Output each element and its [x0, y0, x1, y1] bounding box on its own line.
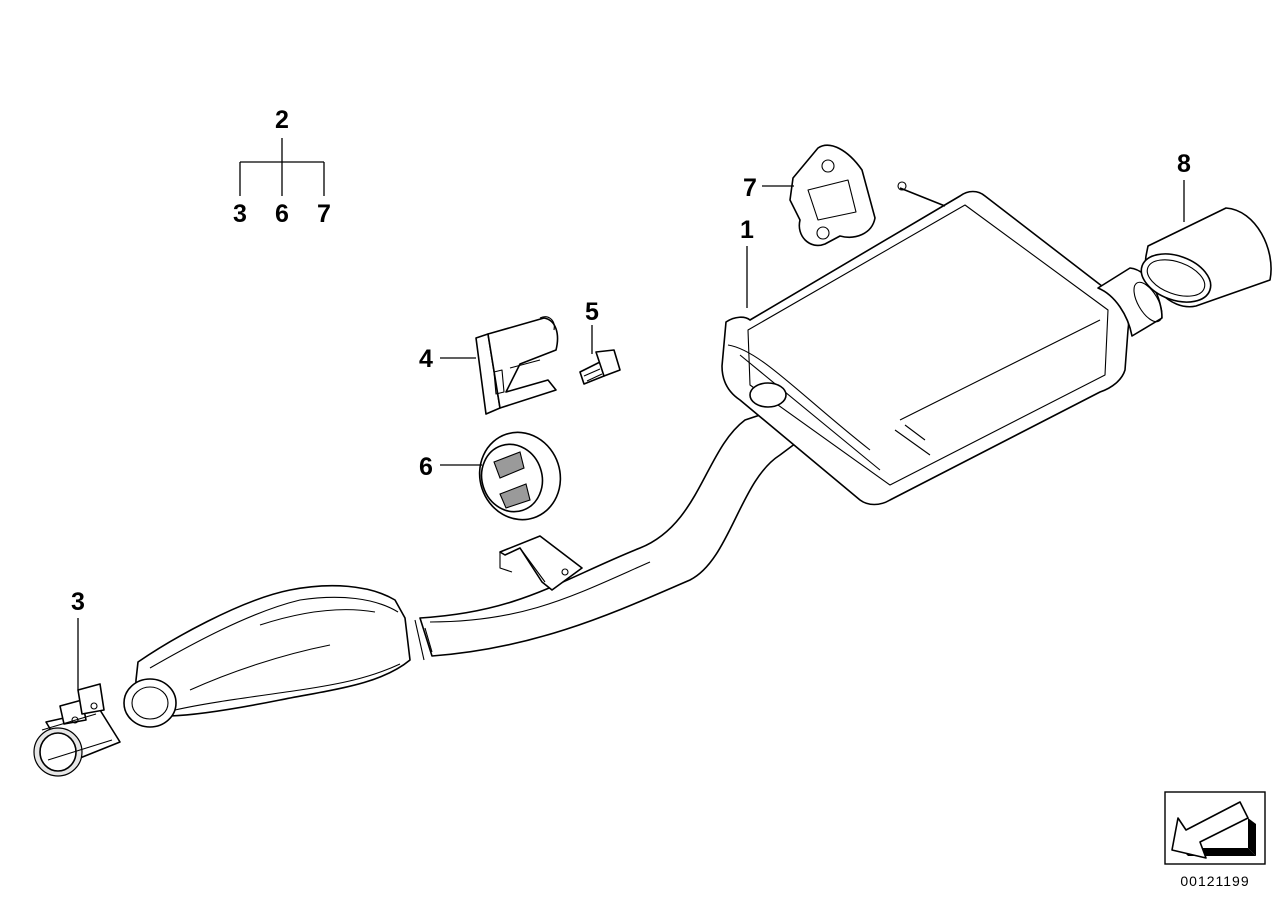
callout-label-1: 1 — [740, 216, 754, 244]
rubber-mount — [789, 144, 876, 247]
exhaust-pipe — [414, 404, 801, 661]
document-number: 00121199 — [1180, 873, 1249, 889]
exhaust-clamp — [33, 683, 121, 777]
rear-muffler — [721, 181, 1163, 506]
mounting-bracket — [475, 316, 559, 415]
legend-child-label-3: 3 — [233, 200, 247, 228]
hex-bolt — [579, 349, 621, 385]
legend-child-label-7: 7 — [317, 200, 331, 228]
callout-label-4: 4 — [419, 345, 433, 373]
legend-child-label-6: 6 — [275, 200, 289, 228]
callout-label-3: 3 — [71, 588, 85, 616]
pipe-hanger-clip — [499, 535, 583, 591]
legend-parent-label: 2 — [275, 106, 289, 134]
front-resonator — [123, 584, 411, 728]
orientation-box — [1164, 791, 1266, 865]
legend-tree: 2 3 6 7 — [233, 106, 331, 228]
callout-label-7: 7 — [743, 174, 757, 202]
callout-label-5: 5 — [585, 298, 599, 326]
callout-label-6: 6 — [419, 453, 433, 481]
callouts: 1 3 4 5 6 7 8 — [71, 150, 1191, 690]
tailpipe-trim — [1140, 207, 1272, 308]
rubber-ring — [478, 431, 562, 521]
legend-tree-lines — [239, 138, 325, 196]
callout-label-8: 8 — [1177, 150, 1191, 178]
direction-arrow-icon — [1171, 801, 1256, 859]
